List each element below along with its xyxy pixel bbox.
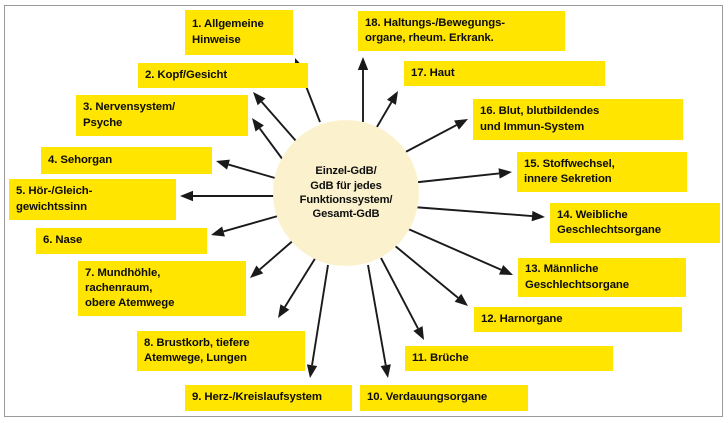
node-kopf-gesicht-label: 2. Kopf/Gesicht	[145, 68, 228, 81]
node-nervensystem-psyche[interactable]: 3. Nervensystem/ Psyche	[76, 95, 248, 136]
node-kopf-gesicht[interactable]: 2. Kopf/Gesicht	[138, 63, 308, 88]
arrow-to-node-haut	[373, 91, 398, 133]
node-blut-immunsystem-label: 16. Blut, blutbildendes und Immun-System	[480, 105, 600, 133]
node-nervensystem-psyche-label: 3. Nervensystem/ Psyche	[83, 101, 176, 129]
node-nase-label: 6. Nase	[43, 234, 83, 247]
node-blut-immunsystem[interactable]: 16. Blut, blutbildendes und Immun-System	[473, 99, 683, 140]
central-hub-label: Einzel-GdB/ GdB für jedes Funktionssyste…	[299, 165, 393, 221]
arrow-to-node-brustkorb-atemwege-lungen	[278, 256, 317, 318]
arrow-to-node-blut-immunsystem	[397, 119, 468, 157]
arrow-to-node-haltungs-bewegungsorgane	[357, 57, 369, 122]
node-sehorgan-label: 4. Sehorgan	[48, 153, 113, 166]
arrow-to-node-stoffwechsel-sekretion	[409, 168, 512, 184]
arrow-to-node-bruche	[380, 257, 424, 340]
node-harnorgane-label: 12. Harnorgane	[481, 312, 563, 325]
node-brustkorb-atemwege-lungen[interactable]: 8. Brustkorb, tiefere Atemwege, Lungen	[137, 331, 305, 371]
node-verdauungsorgane-label: 10. Verdauungsorgane	[367, 391, 488, 404]
node-hoer-gleichgewichtssinn-label: 5. Hör-/Gleich- gewichtssinn	[16, 185, 93, 213]
node-stoffwechsel-sekretion-label: 15. Stoffwechsel, innere Sekretion	[524, 157, 615, 185]
node-maennliche-geschlechtsorgane-label: 13. Männliche Geschlechtsorgane	[525, 263, 630, 291]
node-mundhoehle-rachenraum[interactable]: 7. Mundhöhle, rachenraum, obere Atemwege	[78, 261, 246, 316]
node-harnorgane[interactable]: 12. Harnorgane	[474, 307, 682, 332]
arrow-to-node-verdauungsorgane	[367, 264, 391, 378]
node-allgemeine-hinweise-label: 1. Allgemeine Hinweise	[192, 18, 264, 46]
arrow-to-node-weibliche-geschlechtsorgane	[412, 206, 545, 222]
arrow-to-node-hoer-gleichgewichtssinn	[180, 190, 276, 202]
node-maennliche-geschlechtsorgane[interactable]: 13. Männliche Geschlechtsorgane	[518, 258, 686, 297]
node-weibliche-geschlechtsorgane[interactable]: 14. Weibliche Geschlechtsorgane	[550, 203, 720, 243]
node-allgemeine-hinweise[interactable]: 1. Allgemeine Hinweise	[185, 10, 293, 55]
node-herz-kreislaufsystem-label: 9. Herz-/Kreislaufsystem	[192, 391, 322, 404]
node-herz-kreislaufsystem[interactable]: 9. Herz-/Kreislaufsystem	[185, 385, 352, 411]
node-bruche-label: 11. Brüche	[412, 351, 469, 364]
node-haltungs-bewegungsorgane[interactable]: 18. Haltungs-/Bewegungs- organe, rheum. …	[358, 11, 565, 51]
node-brustkorb-atemwege-lungen-label: 8. Brustkorb, tiefere Atemwege, Lungen	[144, 336, 250, 364]
node-hoer-gleichgewichtssinn[interactable]: 5. Hör-/Gleich- gewichtssinn	[9, 179, 176, 220]
arrow-to-node-kopf-gesicht	[253, 92, 297, 142]
node-haut-label: 17. Haut	[411, 66, 455, 79]
arrow-to-node-nase	[211, 213, 286, 237]
node-weibliche-geschlechtsorgane-label: 14. Weibliche Geschlechtsorgane	[557, 208, 662, 236]
node-sehorgan[interactable]: 4. Sehorgan	[41, 147, 212, 174]
arrow-to-node-sehorgan	[216, 159, 283, 181]
arrow-to-node-mundhoehle-rachenraum	[250, 237, 297, 278]
central-hub: Einzel-GdB/ GdB für jedes Funktionssyste…	[273, 120, 419, 266]
node-verdauungsorgane[interactable]: 10. Verdauungsorgane	[360, 385, 528, 411]
arrow-to-node-maennliche-geschlechtsorgane	[405, 227, 513, 275]
node-haltungs-bewegungsorgane-label: 18. Haltungs-/Bewegungs- organe, rheum. …	[365, 16, 505, 44]
arrow-to-node-harnorgane	[393, 244, 468, 306]
node-bruche[interactable]: 11. Brüche	[405, 346, 613, 371]
node-stoffwechsel-sekretion[interactable]: 15. Stoffwechsel, innere Sekretion	[517, 152, 687, 192]
node-haut[interactable]: 17. Haut	[404, 61, 605, 86]
node-mundhoehle-rachenraum-label: 7. Mundhöhle, rachenraum, obere Atemwege	[85, 266, 175, 310]
node-nase[interactable]: 6. Nase	[36, 228, 207, 254]
arrow-to-node-herz-kreislaufsystem	[306, 264, 329, 378]
